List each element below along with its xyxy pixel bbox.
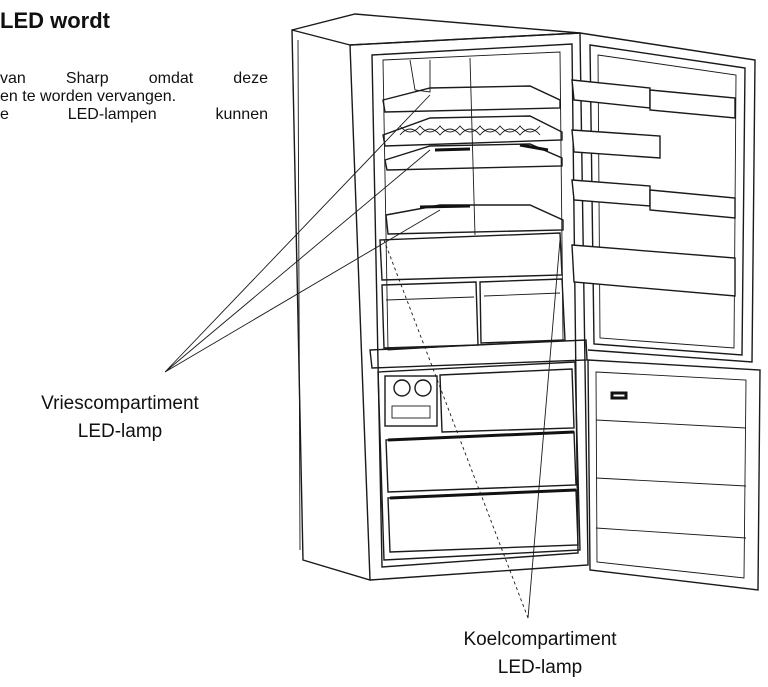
- fridge-led-leader-line: [527, 239, 561, 619]
- freezer-door-inner: [595, 371, 747, 579]
- freezer-drawer-rim: [387, 430, 575, 442]
- freezer-label-line1: Vriescompartiment: [41, 393, 199, 414]
- paragraph-line: van Sharp omdat deze: [0, 70, 268, 87]
- section-heading: LED wordt: [0, 8, 110, 33]
- wine-rack-coils: [399, 125, 541, 133]
- cabinet-front-frame: [349, 32, 589, 581]
- fridge-led-strip: [519, 143, 549, 152]
- freezer-door: [587, 359, 761, 591]
- freezer-interior: [377, 361, 581, 561]
- control-knob: [393, 379, 411, 397]
- freezer-label-line2: LED-lamp: [77, 421, 163, 442]
- door-switch: [610, 391, 628, 400]
- fridge-shelf: [382, 85, 561, 113]
- interior-divider: [469, 57, 476, 236]
- fridge-led-leader-line: [383, 239, 529, 619]
- door-bin: [571, 129, 661, 159]
- control-knob: [414, 379, 432, 397]
- fridge-door-inner: [589, 44, 746, 356]
- door-bin-large: [571, 244, 736, 297]
- wine-rack-shelf: [382, 115, 563, 147]
- body-paragraph: van Sharp omdat deze en te worden vervan…: [0, 70, 268, 124]
- drawer-handle-lines: [385, 292, 561, 301]
- crisper-drawer-right: [479, 278, 566, 344]
- freezer-drawer-rim: [389, 488, 577, 500]
- control-display: [391, 405, 431, 419]
- wine-rack-coils: [399, 128, 541, 136]
- paragraph-line: e LED-lampen kunnen: [0, 106, 268, 123]
- cabinet-side-panel: [291, 29, 371, 581]
- compartment-divider: [369, 339, 588, 369]
- door-bin: [571, 179, 651, 207]
- freezer-drawer: [385, 431, 577, 493]
- freezer-led-leader-lines: [164, 94, 441, 373]
- rear-light-housing: [409, 59, 431, 93]
- fridge-shelf: [384, 143, 563, 171]
- door-liner: [597, 54, 737, 349]
- door-bin: [649, 89, 736, 119]
- door-bin: [649, 189, 736, 219]
- fridge-interior: [382, 51, 564, 351]
- paragraph-line: en te worden vervangen.: [0, 88, 177, 105]
- fridge-shelf: [385, 204, 564, 235]
- control-panel: [384, 375, 438, 427]
- crisper-drawer-top: [379, 232, 563, 281]
- fridge-led-strip: [434, 147, 471, 152]
- door-bin: [571, 79, 651, 109]
- crisper-drawer-left: [381, 281, 479, 349]
- freezer-drawer: [439, 368, 575, 433]
- freezer-door-shelves: [595, 419, 747, 539]
- fridge-label-line1: Koelcompartiment: [463, 629, 617, 650]
- side-panel-edge: [297, 39, 301, 551]
- fridge-led-strip: [419, 204, 471, 209]
- freezer-led-label: Vriescompartiment LED-lamp: [10, 390, 230, 446]
- fridge-door: [579, 32, 756, 363]
- fridge-led-label: Koelcompartiment LED-lamp: [420, 626, 660, 682]
- fridge-label-line2: LED-lamp: [497, 657, 583, 678]
